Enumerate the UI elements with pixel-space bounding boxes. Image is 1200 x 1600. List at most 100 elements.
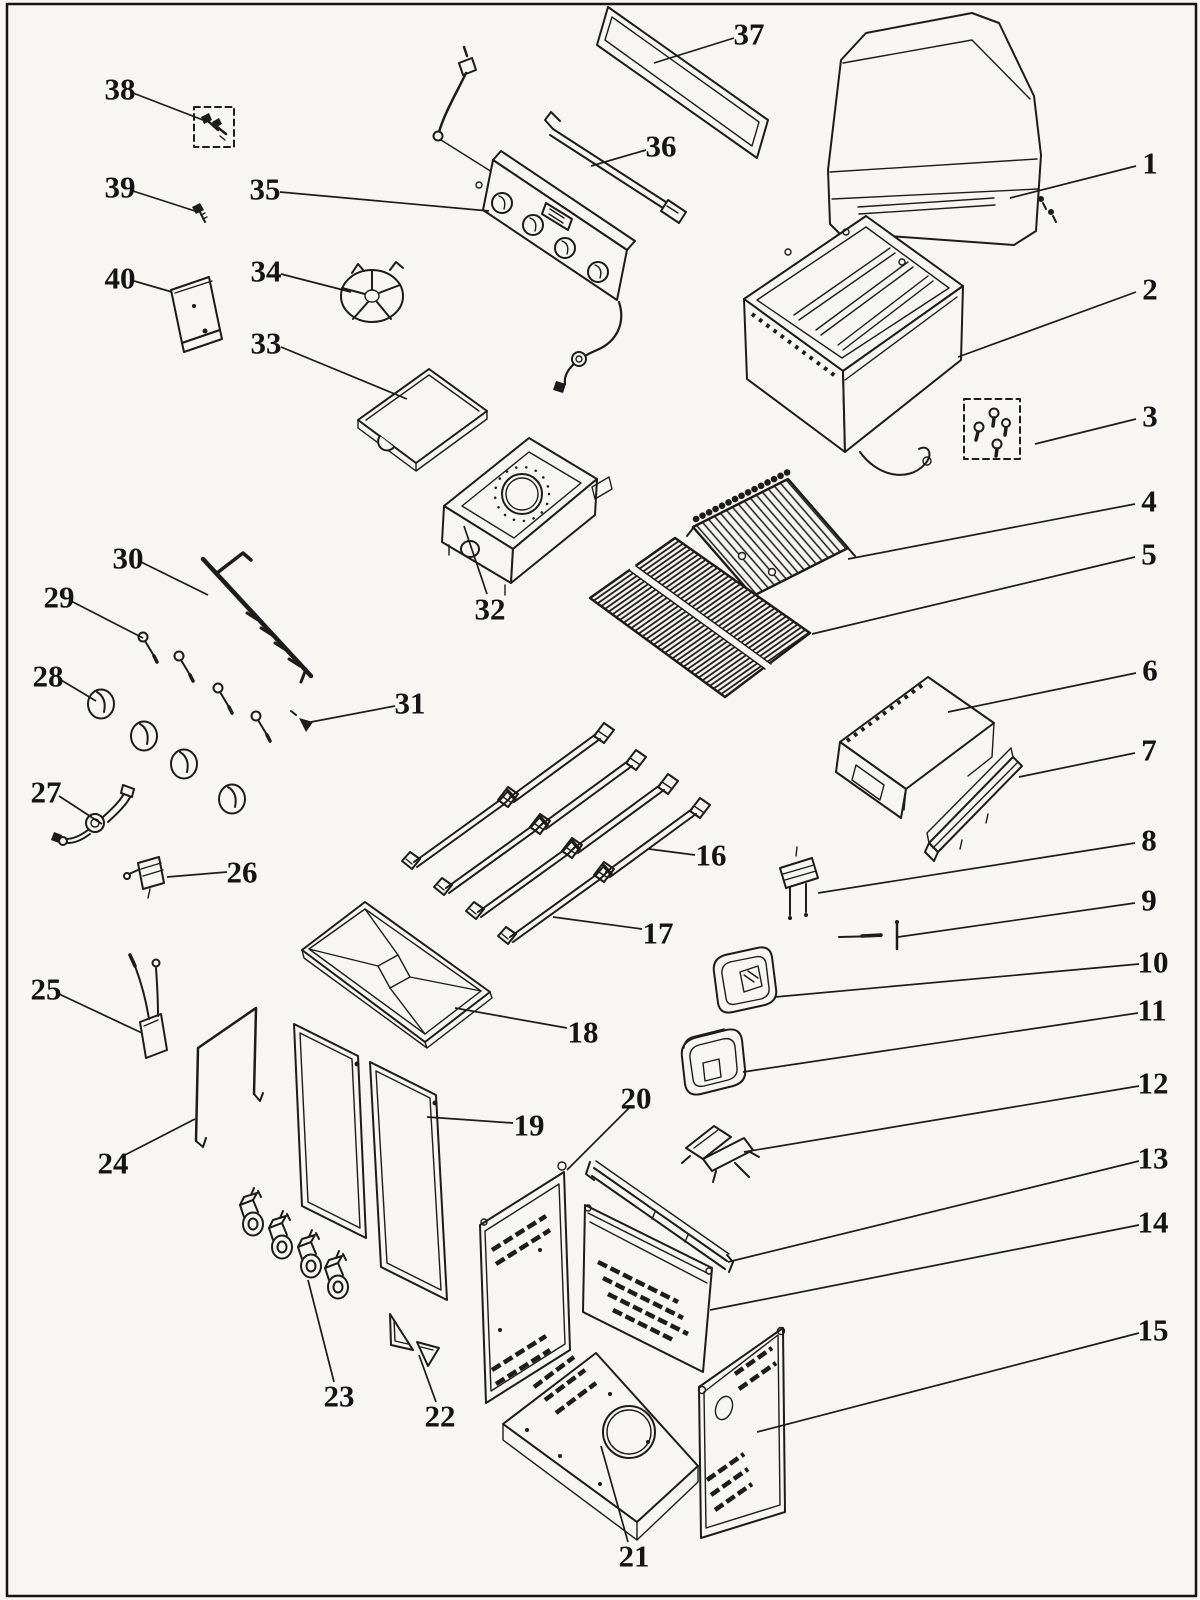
part-28-control-knobs-sketch bbox=[87, 688, 246, 815]
callout-leader-10 bbox=[774, 963, 1140, 998]
callout-leader-35 bbox=[279, 191, 490, 212]
callout-leader-37 bbox=[653, 37, 735, 64]
callout-leader-30 bbox=[140, 561, 209, 596]
part-14-inner-panel-sketch bbox=[582, 1204, 713, 1373]
callout-number-17: 17 bbox=[643, 916, 674, 951]
callout-leader-2 bbox=[957, 291, 1137, 358]
callout-number-21: 21 bbox=[619, 1539, 650, 1574]
part-19-doors-sketch bbox=[293, 1023, 448, 1301]
page-border bbox=[5, 2, 1198, 1598]
callout-number-25: 25 bbox=[31, 972, 62, 1007]
part-34-side-burner-ring-sketch bbox=[340, 261, 404, 323]
callout-leader-26 bbox=[166, 871, 228, 878]
callout-number-30: 30 bbox=[113, 541, 144, 576]
callout-leader-3 bbox=[1034, 418, 1137, 445]
part-10-grease-tray-sketch bbox=[712, 946, 778, 1014]
callout-number-35: 35 bbox=[250, 172, 281, 207]
callout-number-29: 29 bbox=[44, 580, 75, 615]
part-8-mounting-bracket-sketch bbox=[779, 846, 819, 920]
callout-number-32: 32 bbox=[475, 592, 506, 627]
callout-number-28: 28 bbox=[33, 659, 64, 694]
part-11-grease-cup-sketch bbox=[680, 1028, 747, 1096]
part-27-regulator-hose-sketch bbox=[51, 784, 135, 846]
callout-leader-21 bbox=[600, 1445, 629, 1543]
callout-number-5: 5 bbox=[1141, 537, 1157, 572]
part-4-warming-rack-sketch bbox=[686, 467, 856, 606]
callout-leader-40 bbox=[133, 280, 173, 293]
callout-leader-31 bbox=[310, 705, 396, 723]
part-33-side-burner-cover-sketch bbox=[357, 368, 488, 472]
callout-number-7: 7 bbox=[1141, 733, 1157, 768]
part-31-fastener-sketch bbox=[290, 710, 313, 732]
callout-leader-36 bbox=[590, 149, 647, 167]
callout-number-12: 12 bbox=[1138, 1066, 1169, 1101]
callout-number-26: 26 bbox=[227, 855, 258, 890]
callout-leader-15 bbox=[756, 1332, 1140, 1433]
part-22-corner-brackets-sketch bbox=[389, 1313, 440, 1367]
callout-leader-8 bbox=[817, 842, 1136, 894]
part-26-switch-sketch bbox=[123, 856, 165, 899]
callout-leader-25 bbox=[58, 993, 143, 1034]
callout-number-10: 10 bbox=[1138, 945, 1169, 980]
callout-number-23: 23 bbox=[324, 1379, 355, 1414]
callout-number-20: 20 bbox=[621, 1081, 652, 1116]
part-25-igniter-module-sketch bbox=[128, 953, 168, 1059]
part-38-hardware-kit-sketch bbox=[193, 106, 235, 148]
callout-leader-5 bbox=[811, 556, 1136, 635]
part-39-screw-sketch bbox=[192, 203, 208, 223]
callout-number-9: 9 bbox=[1141, 883, 1157, 918]
part-29-electrodes-sketch bbox=[136, 630, 272, 743]
callout-leader-7 bbox=[1018, 752, 1136, 778]
part-37-lid-window-sketch bbox=[596, 6, 769, 159]
callout-leader-1 bbox=[1009, 165, 1137, 199]
callout-leader-17 bbox=[552, 916, 643, 930]
callout-number-34: 34 bbox=[251, 254, 282, 289]
callout-leader-38 bbox=[132, 92, 204, 121]
part-20-rear-panel-sketch bbox=[479, 1161, 571, 1404]
callout-number-37: 37 bbox=[734, 17, 765, 52]
part-9-support-rod-sketch bbox=[838, 920, 899, 951]
callout-number-14: 14 bbox=[1138, 1205, 1169, 1240]
part-32-side-burner-box-sketch bbox=[441, 437, 613, 596]
callout-leader-24 bbox=[124, 1118, 196, 1156]
callout-number-39: 39 bbox=[105, 170, 136, 205]
callout-leader-33 bbox=[280, 346, 408, 400]
callout-number-6: 6 bbox=[1142, 653, 1158, 688]
part-16-heat-plates-sketch bbox=[497, 722, 711, 883]
callout-leader-4 bbox=[847, 503, 1136, 560]
part-6-grease-tray-housing-sketch bbox=[835, 676, 995, 819]
callout-leader-16 bbox=[648, 848, 696, 856]
callout-leader-34 bbox=[280, 273, 352, 293]
callout-leader-9 bbox=[897, 902, 1136, 938]
callout-number-16: 16 bbox=[696, 838, 727, 873]
callout-number-8: 8 bbox=[1141, 823, 1157, 858]
callout-number-36: 36 bbox=[646, 129, 677, 164]
callout-number-40: 40 bbox=[105, 261, 136, 296]
callout-number-2: 2 bbox=[1142, 272, 1158, 307]
callout-number-4: 4 bbox=[1141, 484, 1157, 519]
part-15-side-panel-sketch bbox=[697, 1326, 786, 1539]
callout-number-18: 18 bbox=[568, 1015, 599, 1050]
callout-leader-39 bbox=[132, 190, 196, 212]
part-2-firebox-sketch bbox=[743, 215, 964, 476]
callout-leader-28 bbox=[60, 679, 97, 702]
part-40-mounting-plate-sketch bbox=[170, 276, 223, 353]
callout-number-1: 1 bbox=[1142, 146, 1158, 181]
part-12-cup-bracket-sketch bbox=[681, 1125, 760, 1183]
part-3-hardware-pack-sketch bbox=[963, 398, 1021, 460]
callout-leader-19 bbox=[426, 1116, 514, 1124]
callout-leader-27 bbox=[58, 795, 103, 825]
part-35-control-panel-sketch bbox=[432, 45, 636, 393]
callout-number-31: 31 bbox=[395, 686, 426, 721]
part-5-cooking-grates-sketch bbox=[588, 536, 812, 699]
callout-leader-32 bbox=[463, 525, 488, 595]
part-30-manifold-pipe-sketch bbox=[200, 551, 314, 684]
callout-number-3: 3 bbox=[1142, 399, 1158, 434]
callout-leader-20 bbox=[566, 1107, 630, 1171]
part-24-door-frame-sketch bbox=[194, 1006, 264, 1148]
part-21-bottom-panel-sketch bbox=[502, 1352, 699, 1541]
part-18-grease-funnel-sketch bbox=[301, 901, 493, 1049]
callout-leader-23 bbox=[307, 1279, 335, 1383]
